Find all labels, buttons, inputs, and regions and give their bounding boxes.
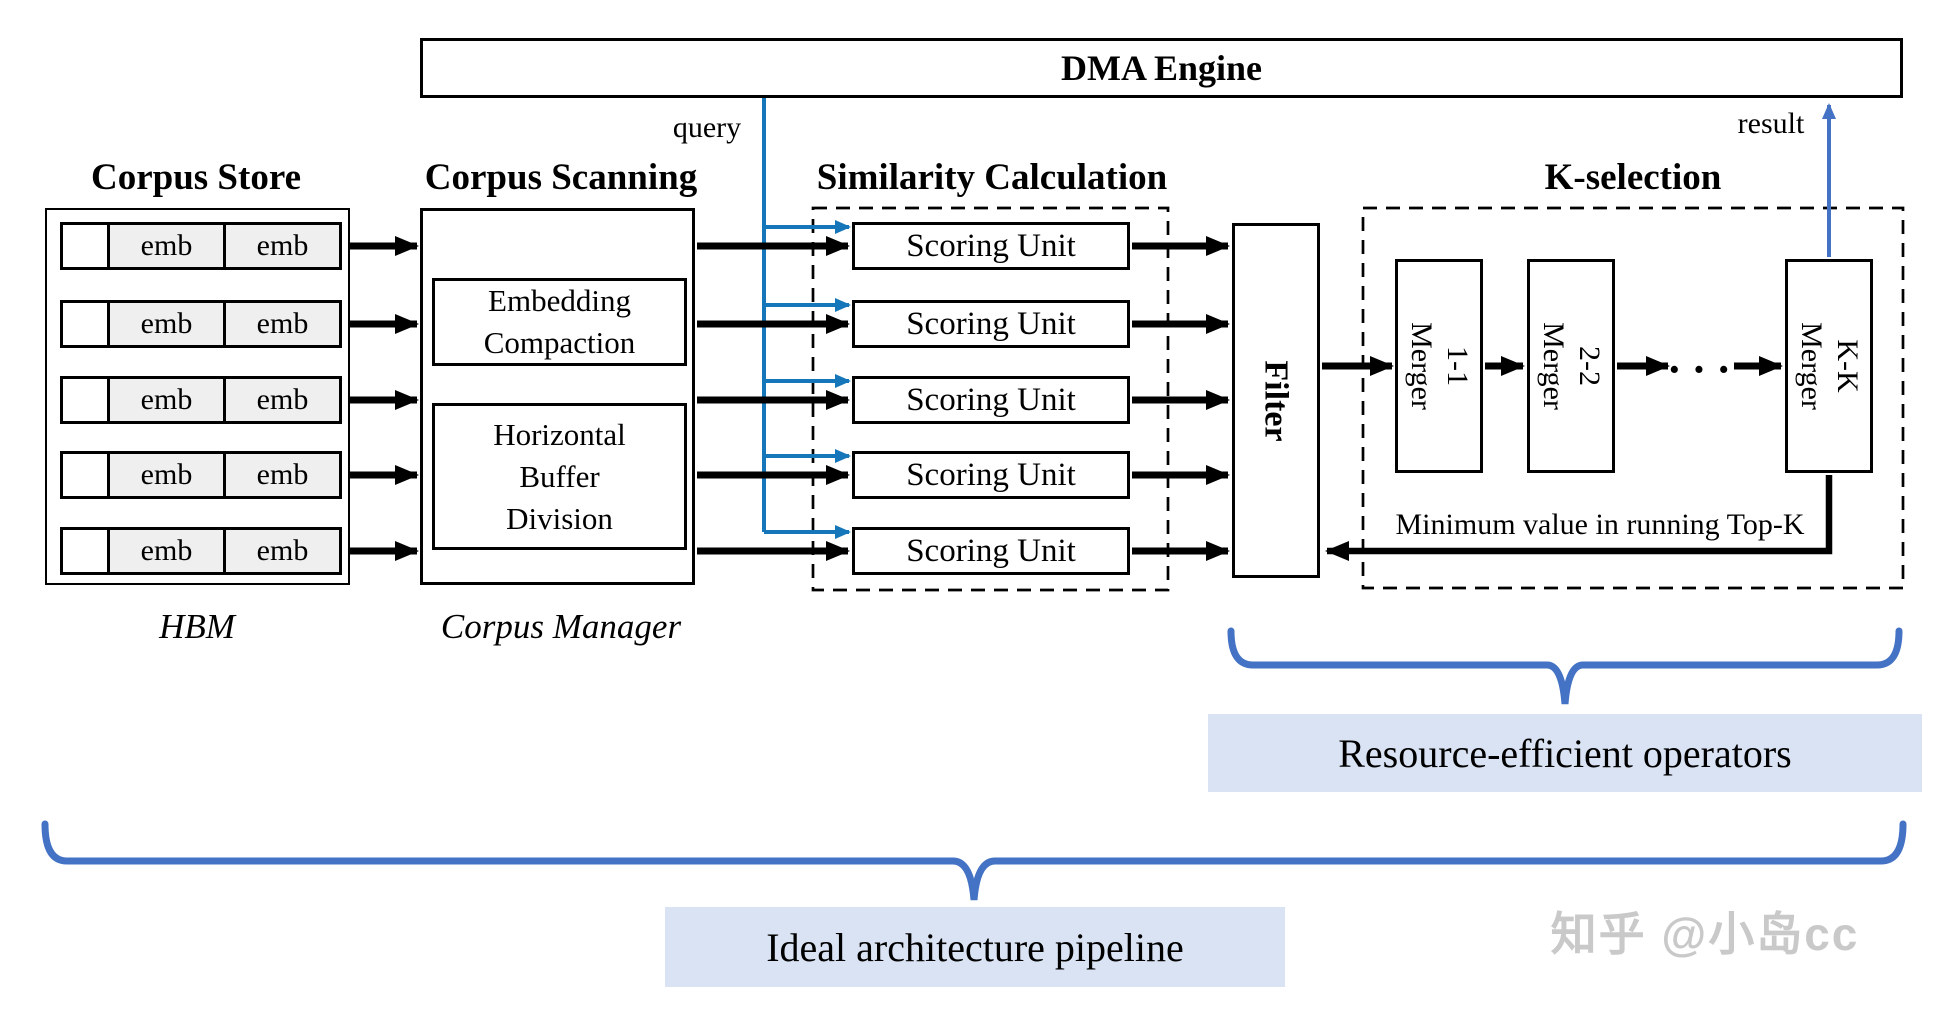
merger-k-k-label: K-K Merger	[1793, 322, 1865, 410]
emb-cell: emb	[226, 454, 339, 496]
merger-stage: 1-1	[1441, 346, 1474, 386]
resource-efficient-caption: Resource-efficient operators	[1208, 714, 1922, 792]
merger-unit: Merger	[1795, 322, 1828, 410]
dma-engine-label: DMA Engine	[1060, 48, 1263, 88]
data-arrows	[343, 236, 1833, 561]
filter-label: Filter	[1257, 359, 1295, 442]
feedback-arrow-topk-min	[1325, 475, 1833, 561]
query-label: query	[672, 111, 742, 144]
scoring-unit-box: Scoring Unit	[852, 222, 1130, 270]
label-line: Embedding	[488, 283, 631, 318]
label-line: Compaction	[483, 325, 636, 360]
emb-cell: emb	[226, 379, 339, 421]
embedding-row: emb emb	[60, 300, 342, 348]
embedding-row: emb emb	[60, 451, 342, 499]
horizontal-buffer-division-label: Horizontal Buffer Division	[493, 414, 626, 540]
scoring-unit-box: Scoring Unit	[852, 451, 1130, 499]
resource-efficient-text: Resource-efficient operators	[1338, 730, 1792, 776]
row-id-cell	[63, 303, 110, 345]
label-line: Horizontal	[493, 416, 626, 452]
query-signal-lines	[762, 97, 851, 539]
scoring-unit-box: Scoring Unit	[852, 527, 1130, 575]
scoring-unit-box: Scoring Unit	[852, 376, 1130, 424]
ellipsis-dots: ···	[1666, 345, 1742, 394]
merger-unit: Merger	[1537, 322, 1570, 410]
hbm-label: HBM	[159, 607, 235, 646]
embedding-row: emb emb	[60, 376, 342, 424]
scoring-unit-box: Scoring Unit	[852, 300, 1130, 348]
corpus-store-title: Corpus Store	[90, 157, 302, 198]
merger-2-2-label: 2-2 Merger	[1535, 322, 1607, 410]
corpus-scanning-title: Corpus Scanning	[424, 157, 698, 198]
row-id-cell	[63, 530, 110, 572]
ideal-pipeline-text: Ideal architecture pipeline	[766, 924, 1184, 970]
row-id-cell	[63, 454, 110, 496]
embedding-row: emb emb	[60, 222, 342, 270]
topk-minimum-label: Minimum value in running Top-K	[1395, 508, 1805, 541]
watermark: 知乎 @小岛cc	[1550, 908, 1860, 960]
merger-2-2-box: 2-2 Merger	[1527, 259, 1615, 473]
merger-k-k-box: K-K Merger	[1785, 259, 1873, 473]
label-line: Division	[506, 500, 613, 536]
row-id-cell	[63, 379, 110, 421]
result-label: result	[1737, 107, 1805, 140]
emb-cell: emb	[226, 225, 339, 267]
emb-cell: emb	[110, 379, 226, 421]
filter-box: Filter	[1232, 223, 1320, 578]
emb-cell: emb	[110, 303, 226, 345]
emb-cell: emb	[226, 530, 339, 572]
label-line: Buffer	[519, 458, 600, 494]
resource-efficient-brace	[1227, 627, 1903, 705]
emb-cell: emb	[226, 303, 339, 345]
horizontal-buffer-division-box: Horizontal Buffer Division	[432, 403, 687, 550]
emb-cell: emb	[110, 225, 226, 267]
ideal-pipeline-caption: Ideal architecture pipeline	[665, 907, 1285, 987]
corpus-manager-label: Corpus Manager	[440, 607, 682, 646]
merger-1-1-box: 1-1 Merger	[1395, 259, 1483, 473]
ideal-pipeline-brace	[41, 820, 1907, 901]
emb-cell: emb	[110, 454, 226, 496]
merger-stage: 2-2	[1573, 346, 1606, 386]
embedding-compaction-label: Embedding Compaction	[484, 280, 636, 364]
merger-stage: K-K	[1831, 339, 1864, 393]
dma-engine-box: DMA Engine	[420, 38, 1903, 98]
merger-unit: Merger	[1405, 322, 1438, 410]
embedding-row: emb emb	[60, 527, 342, 575]
row-id-cell	[63, 225, 110, 267]
k-selection-title: K-selection	[1544, 157, 1722, 198]
embedding-compaction-box: Embedding Compaction	[432, 278, 687, 366]
similarity-title: Similarity Calculation	[816, 157, 1168, 198]
emb-cell: emb	[110, 530, 226, 572]
annotation-braces	[41, 627, 1907, 901]
merger-1-1-label: 1-1 Merger	[1403, 322, 1475, 410]
